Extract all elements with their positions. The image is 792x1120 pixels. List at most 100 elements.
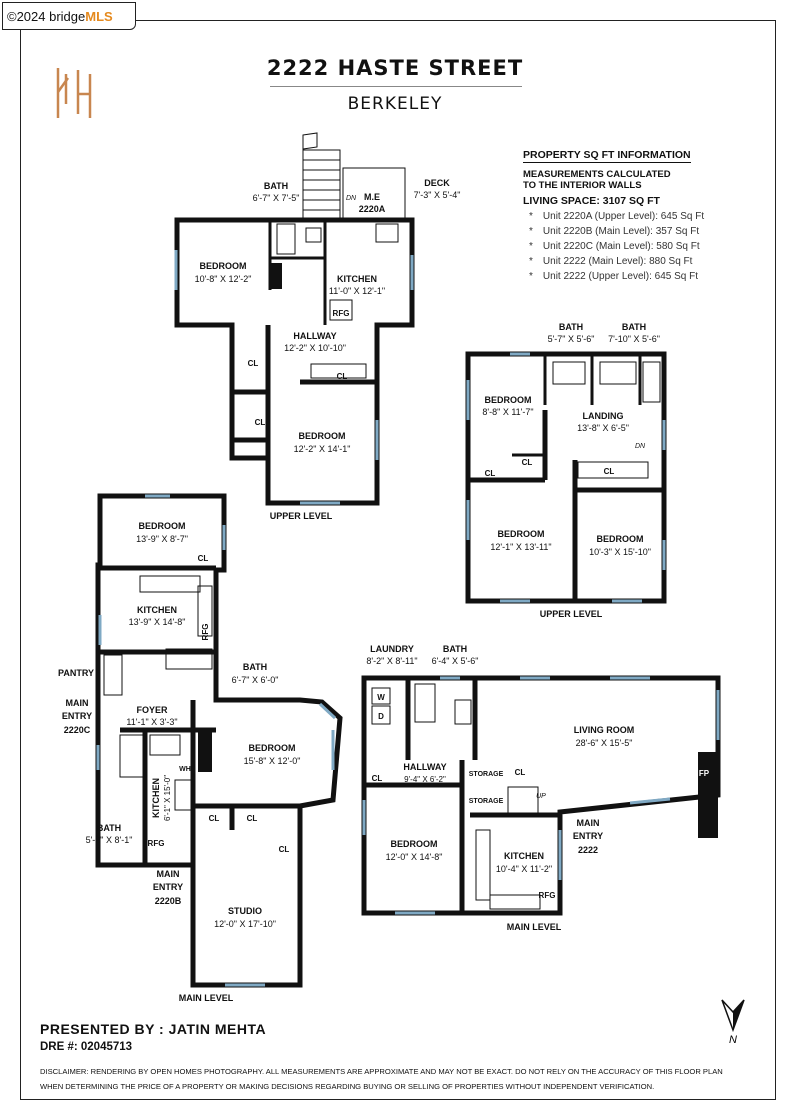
p4-unit-label: 2222 xyxy=(578,845,598,855)
p1-bedroom2-dim: 12'-2" X 14'-1" xyxy=(294,444,351,454)
p2-bedroom2-dim: 12'-1" X 13'-11" xyxy=(490,542,551,552)
p3-kitchen-dim: 13'-9" X 14'-8" xyxy=(129,617,186,627)
p3-unit-c-label: 2220C xyxy=(64,725,91,735)
p4-living-dim: 28'-6" X 15'-5" xyxy=(576,738,633,748)
p4-level-label: MAIN LEVEL xyxy=(507,922,562,932)
p2-bath2-label: BATH xyxy=(622,322,646,332)
p1-bath-dim: 6'-7" X 7'-5" xyxy=(253,193,300,203)
p4-washer-label: W xyxy=(377,693,385,702)
measure-line-1: MEASUREMENTS CALCULATED xyxy=(523,169,671,180)
brand-logo xyxy=(56,68,92,118)
p3-foyer-label: FOYER xyxy=(136,705,168,715)
p3-kitchen2-dim: 6'-1" X 15'-0" xyxy=(163,775,172,821)
p4-bedroom-dim: 12'-0" X 14'-8" xyxy=(386,852,443,862)
p2-closet-label: CL xyxy=(522,458,533,467)
p1-bedroom1-label: BEDROOM xyxy=(200,261,247,271)
p3-bedroom1-label: BEDROOM xyxy=(139,521,186,531)
p2-dn-label: DN xyxy=(635,443,646,450)
p4-living-label: LIVING ROOM xyxy=(574,725,635,735)
unit-list: Unit 2220A (Upper Level): 645 Sq Ft Unit… xyxy=(523,209,763,284)
p1-dn-label: DN xyxy=(346,195,357,202)
north-arrow-icon: N xyxy=(721,999,745,1046)
p2-bedroom1-dim: 8'-8" X 11'-7" xyxy=(482,407,533,417)
disclaimer-line-1: DISCLAIMER: RENDERING BY OPEN HOMES PHOT… xyxy=(40,1067,723,1076)
disclaimer: DISCLAIMER: RENDERING BY OPEN HOMES PHOT… xyxy=(40,1064,752,1094)
p2-closet-label: CL xyxy=(604,467,615,476)
p4-hallway-label: HALLWAY xyxy=(403,762,446,772)
living-space: LIVING SPACE: 3107 SQ FT xyxy=(523,195,660,207)
measure-line-2: TO THE INTERIOR WALLS xyxy=(523,180,642,191)
p4-kitchen-dim: 10'-4" X 11'-2" xyxy=(496,864,552,874)
p3-level-label: MAIN LEVEL xyxy=(179,993,234,1003)
p2-bath1-dim: 5'-7" X 5'-6" xyxy=(548,334,595,344)
p2-bedroom1-label: BEDROOM xyxy=(485,395,532,405)
p3-bath2-label: BATH xyxy=(97,823,121,833)
p3-kitchen-label: KITCHEN xyxy=(137,605,177,615)
p2-bedroom3-label: BEDROOM xyxy=(597,534,644,544)
p1-kitchen-label: KITCHEN xyxy=(337,274,377,284)
p3-main-entry-label: ENTRY xyxy=(153,882,183,892)
p4-bath-label: BATH xyxy=(443,644,467,654)
p4-entry-label: ENTRY xyxy=(573,831,603,841)
p2-closet-label: CL xyxy=(485,469,496,478)
p4-storage-label: STORAGE xyxy=(469,771,504,778)
p3-studio-label: STUDIO xyxy=(228,906,262,916)
watermark-brand: MLS xyxy=(85,8,113,24)
watermark-prefix: ©2024 bridge xyxy=(7,8,86,24)
presented-by: PRESENTED BY : JATIN MEHTA xyxy=(40,1021,267,1037)
p4-dryer-label: D xyxy=(378,712,384,721)
p1-bedroom1-dim: 10'-8" X 12'-2" xyxy=(195,274,252,284)
p3-rfg-label: RFG xyxy=(201,624,210,641)
p3-bath1-dim: 6'-7" X 6'-0" xyxy=(232,675,279,685)
p3-bedroom2-dim: 15'-8" X 12'-0" xyxy=(244,756,301,766)
p3-main-entry-label: MAIN xyxy=(157,869,180,879)
p2-landing-dim: 13'-8" X 6'-5" xyxy=(577,423,629,433)
p3-closet-label: CL xyxy=(198,554,209,563)
p3-pantry-label: PANTRY xyxy=(58,668,94,678)
p4-laundry-dim: 8'-2" X 8'-11" xyxy=(366,656,417,666)
p1-hallway-dim: 12'-2" X 10'-10" xyxy=(284,343,346,353)
p3-bath1-label: BATH xyxy=(243,662,267,672)
p3-rfg-label: RFG xyxy=(148,839,165,848)
p3-closet-label: CL xyxy=(209,814,220,823)
p1-me-label: M.E xyxy=(364,192,380,202)
p3-bath2-dim: 5'-3" X 8'-1" xyxy=(86,835,133,845)
p1-rfg-label: RFG xyxy=(333,309,350,318)
page-title: 2222 HASTE STREET xyxy=(266,56,524,80)
p1-deck-label: DECK xyxy=(424,178,450,188)
p4-closet-label: CL xyxy=(372,774,383,783)
p4-closet-label: CL xyxy=(515,768,526,777)
p2-bath2-dim: 7'-10" X 5'-6" xyxy=(608,334,660,344)
dre-number: DRE #: 02045713 xyxy=(40,1041,133,1053)
unit-item: Unit 2222 (Main Level): 880 Sq Ft xyxy=(529,254,763,269)
p3-main-entry-label: MAIN xyxy=(66,698,89,708)
p3-unit-b-label: 2220B xyxy=(155,896,182,906)
p3-bedroom1-dim: 13'-9" X 8'-7" xyxy=(136,534,188,544)
p1-hallway-label: HALLWAY xyxy=(293,331,336,341)
p1-deck-dim: 7'-3" X 5'-4" xyxy=(414,190,461,200)
p4-up-label: UP xyxy=(536,793,546,800)
page-frame xyxy=(20,20,776,1100)
p4-laundry-label: LAUNDRY xyxy=(370,644,414,654)
p4-kitchen-label: KITCHEN xyxy=(504,851,544,861)
p4-bedroom-label: BEDROOM xyxy=(391,839,438,849)
p1-closet-label: CL xyxy=(337,372,348,381)
p1-kitchen-dim: 11'-0" X 12'-1" xyxy=(329,286,385,296)
p2-bedroom3-dim: 10'-3" X 15'-10" xyxy=(589,547,651,557)
plan-2222-main-walls xyxy=(361,675,721,916)
unit-item: Unit 2220A (Upper Level): 645 Sq Ft xyxy=(529,209,763,224)
p3-kitchen2-label: KITCHEN xyxy=(151,778,161,818)
p3-water-heater-label: WH xyxy=(179,766,191,773)
p3-main-entry-label: ENTRY xyxy=(62,711,92,721)
disclaimer-line-2: WHEN DETERMINING THE PRICE OF A PROPERTY… xyxy=(40,1082,655,1091)
p1-bedroom2-label: BEDROOM xyxy=(299,431,346,441)
p1-closet-label: CL xyxy=(248,359,259,368)
p1-closet-label: CL xyxy=(255,418,266,427)
p4-bath-dim: 6'-4" X 5'-6" xyxy=(432,656,479,666)
p1-level-label: UPPER LEVEL xyxy=(270,511,333,521)
p3-bedroom2-label: BEDROOM xyxy=(249,743,296,753)
p4-main-label: MAIN xyxy=(577,818,600,828)
p4-storage-label: STORAGE xyxy=(469,798,504,805)
